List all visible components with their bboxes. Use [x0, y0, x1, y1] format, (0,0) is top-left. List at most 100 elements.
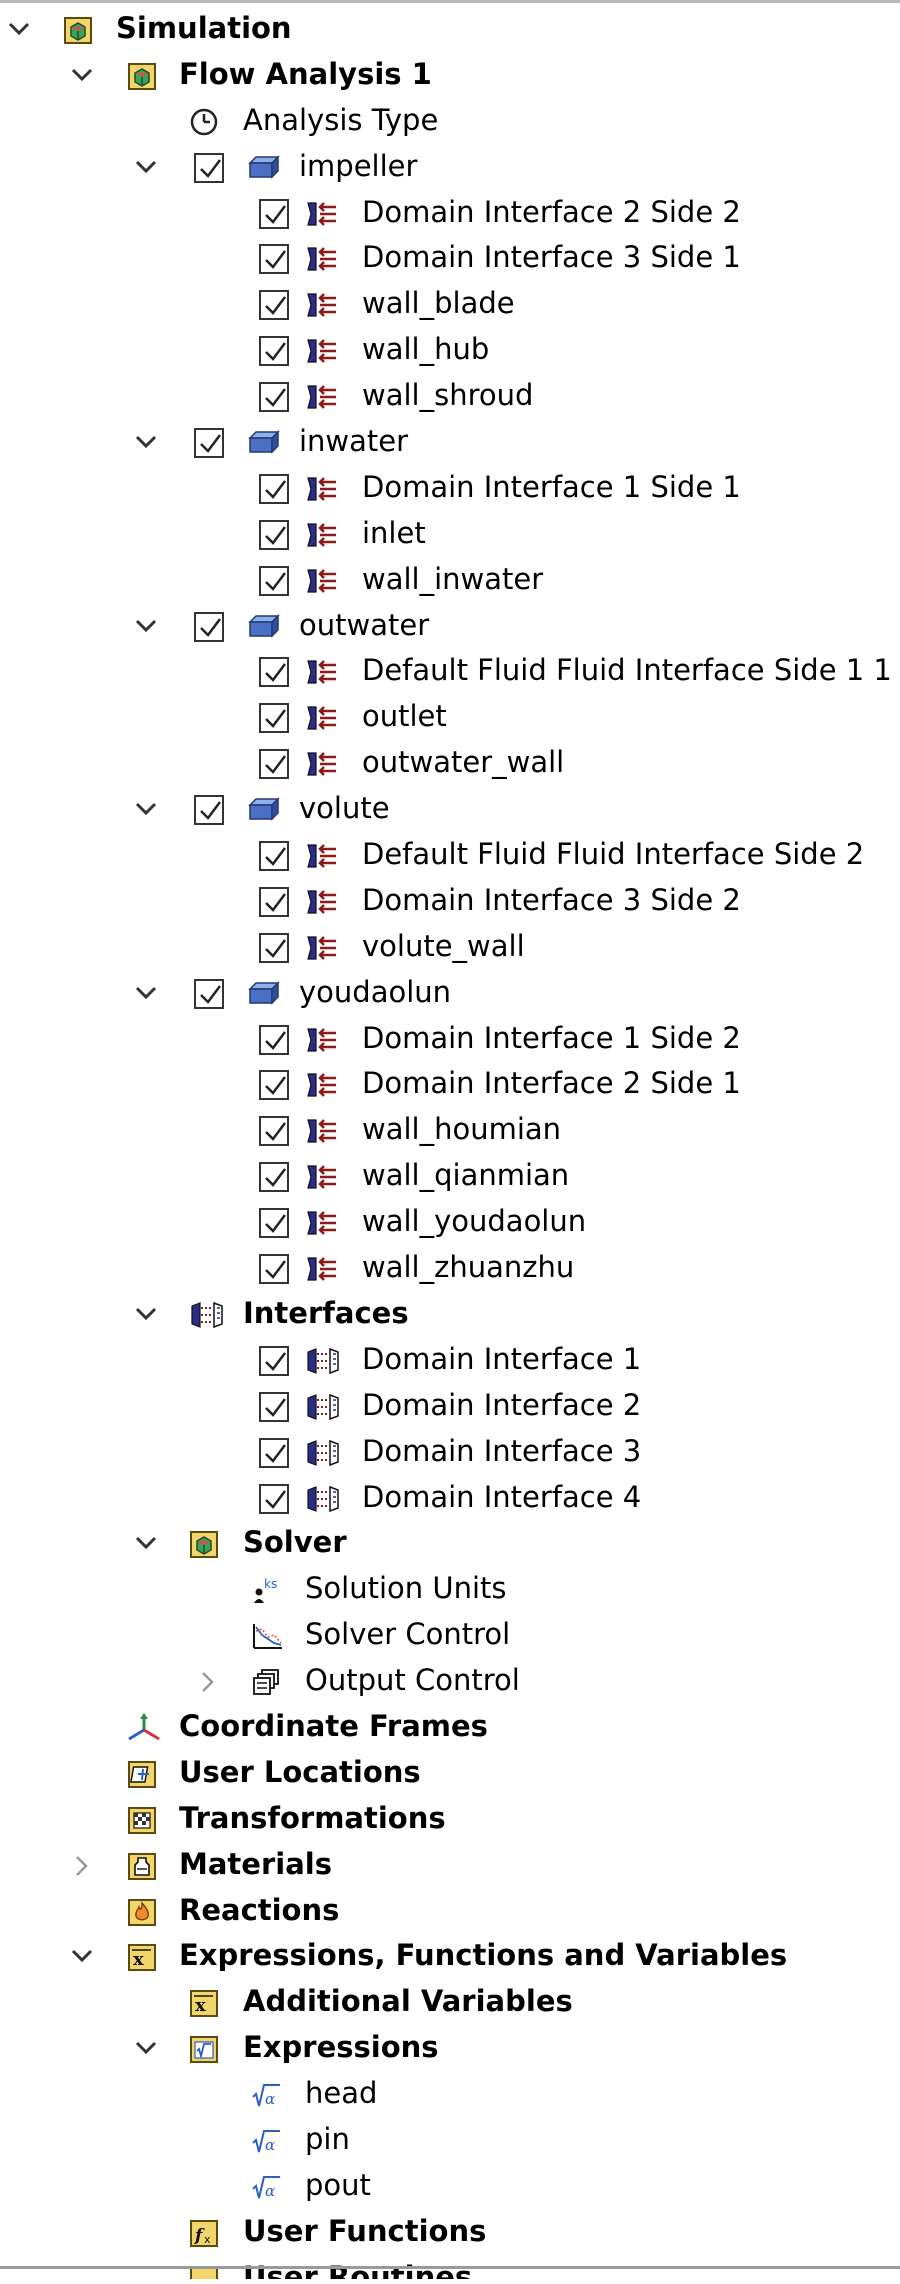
tree-item-expression[interactable]: α pin [0, 2117, 900, 2163]
tree-item-expressions[interactable]: Expressions [0, 2025, 900, 2071]
tree-item-output-control[interactable]: Output Control [0, 1658, 900, 1704]
tree-item-reactions[interactable]: Reactions [0, 1888, 900, 1934]
visibility-checkbox[interactable] [259, 290, 289, 321]
tree-item-boundary[interactable]: Default Fluid Fluid Interface Side 2 [0, 832, 900, 878]
visibility-checkbox[interactable] [259, 749, 289, 780]
visibility-checkbox[interactable] [194, 152, 224, 183]
tree-item-flow-analysis[interactable]: Flow Analysis 1 [0, 52, 900, 98]
visibility-checkbox[interactable] [259, 565, 289, 596]
tree-item-solver-control[interactable]: Solver Control [0, 1612, 900, 1658]
tree-item-domain-volute[interactable]: volute [0, 786, 900, 832]
tree-label: Flow Analysis 1 [179, 56, 432, 91]
tree-item-boundary[interactable]: wall_hub [0, 327, 900, 373]
tree-item-interface[interactable]: Domain Interface 1 [0, 1337, 900, 1383]
tree-item-boundary[interactable]: wall_zhuanzhu [0, 1245, 900, 1291]
interface-icon [305, 1346, 339, 1376]
tree-item-boundary[interactable]: wall_inwater [0, 557, 900, 603]
chevron-right-icon[interactable] [67, 1842, 97, 1888]
visibility-checkbox[interactable] [259, 841, 289, 872]
visibility-checkbox[interactable] [259, 1070, 289, 1101]
tree-item-boundary[interactable]: volute_wall [0, 924, 900, 970]
tree-item-boundary[interactable]: Domain Interface 3 Side 1 [0, 235, 900, 281]
chevron-down-icon[interactable] [4, 6, 34, 52]
visibility-checkbox[interactable] [259, 244, 289, 275]
visibility-checkbox[interactable] [259, 1483, 289, 1514]
tree-item-domain-inwater[interactable]: inwater [0, 419, 900, 465]
tree-item-additional-variables[interactable]: x Additional Variables [0, 1979, 900, 2025]
tree-item-user-locations[interactable]: User Locations [0, 1750, 900, 1796]
tree-item-boundary[interactable]: Domain Interface 1 Side 2 [0, 1016, 900, 1062]
tree-label: Solver [243, 1525, 347, 1560]
tree-item-expressions-functions-variables[interactable]: x Expressions, Functions and Variables [0, 1933, 900, 1979]
visibility-checkbox[interactable] [259, 473, 289, 504]
tree-item-boundary[interactable]: Domain Interface 2 Side 2 [0, 190, 900, 236]
visibility-checkbox[interactable] [259, 1437, 289, 1468]
chevron-down-icon[interactable] [131, 419, 161, 465]
visibility-checkbox[interactable] [259, 382, 289, 413]
visibility-checkbox[interactable] [194, 428, 224, 459]
visibility-checkbox[interactable] [259, 932, 289, 963]
chevron-down-icon[interactable] [131, 144, 161, 190]
visibility-checkbox[interactable] [259, 657, 289, 688]
tree-item-interface[interactable]: Domain Interface 3 [0, 1429, 900, 1475]
visibility-checkbox[interactable] [259, 1208, 289, 1239]
tree-label: inlet [362, 515, 426, 550]
visibility-checkbox[interactable] [259, 519, 289, 550]
visibility-checkbox[interactable] [259, 1162, 289, 1193]
tree-item-boundary[interactable]: wall_youdaolun [0, 1199, 900, 1245]
chevron-down-icon[interactable] [131, 1520, 161, 1566]
tree-item-boundary[interactable]: wall_qianmian [0, 1153, 900, 1199]
simulation-icon [63, 15, 93, 45]
visibility-checkbox[interactable] [259, 198, 289, 229]
tree-item-interfaces[interactable]: Interfaces [0, 1291, 900, 1337]
expression-icon: α [250, 2080, 280, 2110]
chevron-down-icon[interactable] [131, 1291, 161, 1337]
visibility-checkbox[interactable] [259, 1116, 289, 1147]
tree-item-boundary[interactable]: outwater_wall [0, 740, 900, 786]
tree-item-boundary[interactable]: outlet [0, 694, 900, 740]
tree-item-expression[interactable]: α head [0, 2071, 900, 2117]
visibility-checkbox[interactable] [259, 886, 289, 917]
tree-item-expression[interactable]: α pout [0, 2163, 900, 2209]
tree-label: Expressions [243, 2030, 439, 2065]
tree-item-solver[interactable]: Solver [0, 1520, 900, 1566]
chevron-right-icon[interactable] [193, 1658, 223, 1704]
chevron-down-icon[interactable] [67, 52, 97, 98]
visibility-checkbox[interactable] [259, 1024, 289, 1055]
chevron-down-icon[interactable] [131, 2025, 161, 2071]
tree-item-interface[interactable]: Domain Interface 2 [0, 1383, 900, 1429]
visibility-checkbox[interactable] [194, 795, 224, 826]
tree-label: wall_houmian [362, 1112, 562, 1147]
tree-item-boundary[interactable]: Domain Interface 1 Side 1 [0, 465, 900, 511]
chevron-down-icon[interactable] [67, 1933, 97, 1979]
tree-item-interface[interactable]: Domain Interface 4 [0, 1475, 900, 1521]
visibility-checkbox[interactable] [259, 1254, 289, 1285]
tree-item-domain-outwater[interactable]: outwater [0, 603, 900, 649]
tree-item-boundary[interactable]: wall_blade [0, 281, 900, 327]
chevron-down-icon[interactable] [131, 786, 161, 832]
tree-item-boundary[interactable]: Domain Interface 2 Side 1 [0, 1061, 900, 1107]
tree-item-coordinate-frames[interactable]: Coordinate Frames [0, 1704, 900, 1750]
visibility-checkbox[interactable] [259, 336, 289, 367]
chevron-down-icon[interactable] [131, 603, 161, 649]
visibility-checkbox[interactable] [259, 703, 289, 734]
tree-item-boundary[interactable]: wall_houmian [0, 1107, 900, 1153]
outline-tree[interactable]: Simulation Flow Analysis 1 Analysis Type… [0, 6, 900, 2279]
tree-item-transformations[interactable]: Transformations [0, 1796, 900, 1842]
visibility-checkbox[interactable] [259, 1391, 289, 1422]
tree-item-domain-impeller[interactable]: impeller [0, 144, 900, 190]
visibility-checkbox[interactable] [259, 1345, 289, 1376]
tree-item-boundary[interactable]: wall_shroud [0, 373, 900, 419]
tree-item-boundary[interactable]: Domain Interface 3 Side 2 [0, 878, 900, 924]
tree-item-materials[interactable]: Materials [0, 1842, 900, 1888]
chevron-down-icon[interactable] [131, 970, 161, 1016]
tree-item-domain-youdaolun[interactable]: youdaolun [0, 970, 900, 1016]
visibility-checkbox[interactable] [194, 611, 224, 642]
visibility-checkbox[interactable] [194, 978, 224, 1009]
tree-item-boundary[interactable]: Default Fluid Fluid Interface Side 1 1 [0, 648, 900, 694]
tree-item-analysis-type[interactable]: Analysis Type [0, 98, 900, 144]
tree-item-boundary[interactable]: inlet [0, 511, 900, 557]
tree-item-solution-units[interactable]: ks Solution Units [0, 1566, 900, 1612]
tree-item-simulation[interactable]: Simulation [0, 6, 900, 52]
